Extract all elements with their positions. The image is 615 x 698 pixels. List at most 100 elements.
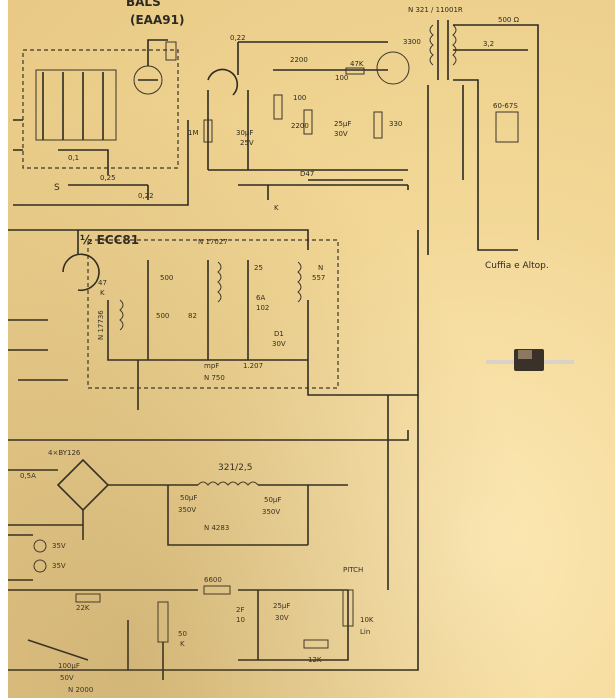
xfmr-windings [429,24,457,66]
label-c-2200b: 2200 [291,122,309,130]
label-c-50v: 50V [60,674,74,682]
label-sw-s: S [54,183,60,193]
label-lamp2: 35V [52,562,66,570]
label-top-tube: (EAA91) [130,13,184,27]
label-r-50k: 50 [178,630,187,638]
bridge-rectifier [56,458,110,512]
resistor-6600 [203,585,231,595]
tube-ecc81 [62,253,100,292]
cap-top [165,41,177,61]
mid-tube [207,68,239,96]
label-r-47k-k: K [100,289,105,297]
label-r-22: 0,22 [230,34,246,42]
label-c-50uf-b: 50μF [264,496,281,504]
xfmr-core [437,20,449,80]
resistor-330 [373,111,383,139]
label-n17736: N 17736 [97,310,105,340]
top-section: BALS (EAA91) 0,1 0,25 0,22 S 0,22 2200 4… [13,0,549,271]
schematic-diagram: BALS (EAA91) 0,1 0,25 0,22 S 0,22 2200 4… [8,0,574,694]
label-fuse: 0,5A [20,472,36,480]
label-n750: N 750 [204,374,225,382]
label-r-22k: 22K [76,604,90,612]
label-n-2000: N 2000 [68,686,93,694]
tube-wires [138,39,168,81]
label-c-25uf-b: 25μF [273,602,290,610]
label-c-2f: 2F [236,606,244,614]
label-xfmr-top: N 321 / 11001R [408,6,463,14]
label-res-500a: 500 Ω [498,16,520,24]
bottom-section: 6600 PITCH 22K 2F 10 25μF 30V 10K Lin 50… [8,395,419,694]
mid-dashed-box [87,239,339,389]
label-lamp1: 35V [52,542,66,550]
bottom-wires [8,589,349,661]
label-top-partial: BALS [126,0,161,9]
resistor-1m [203,119,213,143]
label-r-50k-k: K [180,640,185,648]
label-c-2200a: 2200 [290,56,308,64]
resistor-component-photo [486,349,574,371]
label-c-500b: 500 [156,312,169,320]
mid-inner-wires [107,260,308,410]
label-c-0-25: 0,25 [100,174,116,182]
jack-60-67s [495,111,519,143]
filter-wires [167,484,348,546]
choke-coil [197,481,259,486]
coils-mid [119,261,302,331]
label-r-330: 330 [389,120,402,128]
power-supply-section: 4×BY126 0,5A 321/2,5 50μF 350V 50μF 350V… [8,430,409,581]
pitch-pot [342,589,354,627]
label-mpf: mpF [204,362,219,370]
label-c-82: 82 [188,312,197,320]
inner-box [35,69,117,141]
bridge-wires [8,469,198,540]
label-r-47k: 47 [98,279,107,287]
label-c-30v-b: 30V [275,614,289,622]
pot-0-5 [273,94,283,120]
label-coil-557: 557 [312,274,325,282]
mid-top-wire [237,41,388,75]
label-pitch: PITCH [343,566,363,574]
label-c-1207: 1.207 [243,362,263,370]
label-diode-k: K [274,204,279,212]
resistor-12k [303,639,329,649]
label-c-25: 25 [254,264,263,272]
mid-bottom-wires [238,179,408,200]
label-pot-lin: Lin [360,628,370,636]
label-bridge: 4×BY126 [48,449,81,457]
pot-50k [157,601,169,643]
label-d1: D1 [274,330,284,338]
resistor-22k [75,593,101,603]
label-c-10: 10 [236,616,245,624]
lamp-wires [8,534,33,581]
label-c-350v-b: 350V [262,508,280,516]
label-c-25uf: 25μF [334,120,351,128]
right-mid-wires [307,185,419,396]
label-pot-10k: 10K [360,616,374,624]
coil-lines [42,72,104,140]
lamp-2 [33,559,47,573]
mid-wires [8,229,309,381]
label-r-12k: 12K [308,656,322,664]
xfmr-output-wires [453,24,539,251]
label-c-100uf: 100μF [58,662,80,670]
label-c-50uf-a: 50μF [180,494,197,502]
bottom-lower-wires [8,395,419,680]
resistor-2200 [303,109,313,135]
label-xfmr-mid: N 17027 [198,238,228,246]
label-c-102: 102 [256,304,269,312]
label-c-350v-a: 350V [178,506,196,514]
label-c-47k: 47K [350,60,364,68]
label-c-25v: 25V [240,139,254,147]
label-c-6a: 6A [256,294,265,302]
label-r-0-22: 0,22 [138,192,154,200]
label-d1-30v: 30V [272,340,286,348]
label-c-500a: 500 [160,274,173,282]
label-c-100: 100 [335,74,348,82]
label-c-0-1: 0,1 [68,154,79,162]
label-r-1m: 1M [188,129,199,137]
lamp-1 [33,539,47,553]
output-tube [376,51,410,85]
ps-top-wire [8,430,409,441]
mid-verticals [207,90,408,171]
label-res-3-2: 3,2 [483,40,494,48]
